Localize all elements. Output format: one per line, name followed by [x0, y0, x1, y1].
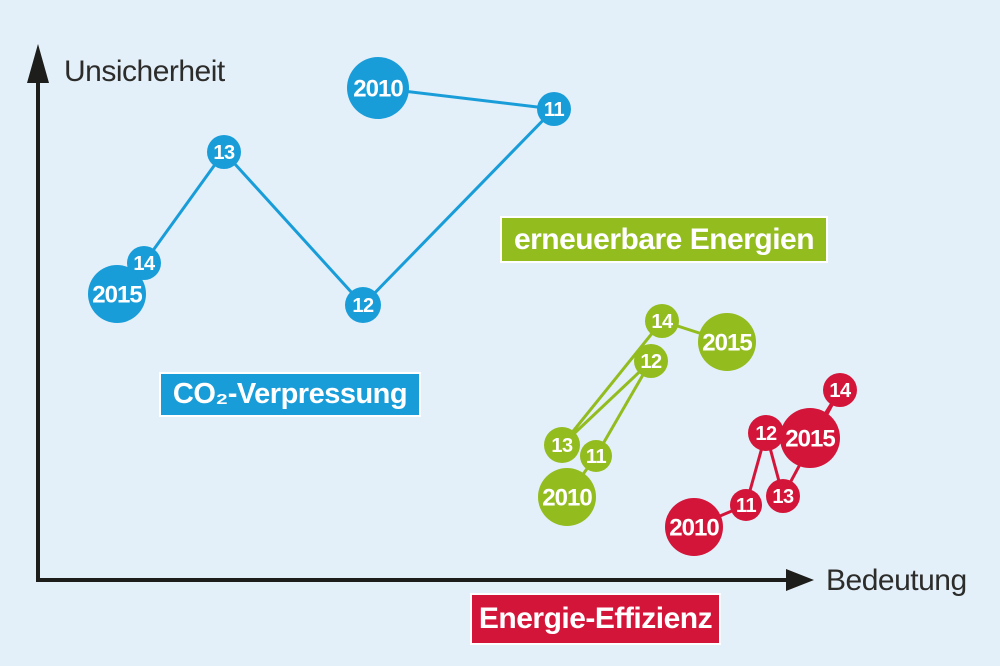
y-axis-line — [36, 70, 40, 582]
co2-verpressung-bubble-circle — [347, 57, 409, 119]
co2-verpressung-bubble-year-label: 2010 — [353, 76, 403, 103]
x-axis-label: Bedeutung — [826, 564, 967, 597]
co2-verpressung-bubble-2015: 2015 — [88, 265, 146, 323]
energie-effizienz-bubble-year-label: 11 — [736, 495, 757, 517]
erneuerbare-energien-bubble-2010: 2010 — [538, 468, 596, 526]
energie-effizienz-bubble-14: 14 — [823, 373, 857, 407]
erneuerbare-energien-bubble-year-label: 13 — [551, 435, 573, 457]
erneuerbare-energien-bubble-year-label: 2015 — [702, 330, 752, 357]
series-label-energie-effizienz: Energie-Effizienz — [470, 593, 721, 645]
erneuerbare-energien-bubble-year-label: 12 — [640, 351, 662, 373]
co2-verpressung-trend-line — [115, 86, 558, 308]
energie-effizienz-bubble-12: 12 — [748, 415, 784, 451]
energie-effizienz-bubble-13: 13 — [766, 479, 800, 513]
erneuerbare-energien-bubble-circle — [544, 427, 580, 463]
erneuerbare-energien-bubble-year-label: 11 — [586, 446, 607, 468]
co2-verpressung-bubble-14: 14 — [127, 246, 161, 280]
energie-effizienz-bubble-year-label: 2015 — [785, 426, 835, 453]
co2-verpressung-bubble-circle — [345, 287, 381, 323]
erneuerbare-energien-bubble-13: 13 — [544, 427, 580, 463]
co2-verpressung-bubble-circle — [207, 135, 241, 169]
axes — [27, 44, 814, 591]
erneuerbare-energien-bubble-2015: 2015 — [698, 313, 756, 371]
co2-verpressung-bubble-circle — [127, 246, 161, 280]
energie-effizienz-bubble-11: 11 — [730, 489, 762, 521]
erneuerbare-energien-bubble-14: 14 — [645, 304, 679, 338]
co2-verpressung-bubble-13: 13 — [207, 135, 241, 169]
erneuerbare-energien-bubble-12: 12 — [634, 344, 668, 378]
co2-verpressung-bubble-12: 12 — [345, 287, 381, 323]
energie-effizienz-bubble-circle — [823, 373, 857, 407]
energie-effizienz-bubble-year-label: 13 — [772, 486, 794, 508]
erneuerbare-energien-bubble-circle — [634, 344, 668, 378]
series-layer: 2010 11 12 13 14 2015 2010 11 12 13 14 2015 2010 11 12… — [88, 57, 857, 556]
co2-verpressung-bubble-circle — [88, 265, 146, 323]
co2-verpressung-bubble-circle — [537, 92, 571, 126]
series-label-erneuerbare-energien: erneuerbare Energien — [500, 216, 828, 263]
energie-effizienz-bubble-year-label: 14 — [829, 380, 852, 402]
y-axis-arrow-icon — [27, 44, 49, 83]
energie-effizienz-bubble-year-label: 2010 — [669, 515, 719, 542]
y-axis-label: Unsicherheit — [64, 55, 225, 88]
energie-effizienz-bubble-circle — [665, 498, 723, 556]
erneuerbare-energien-bubble-circle — [538, 468, 596, 526]
energie-effizienz-bubble-2010: 2010 — [665, 498, 723, 556]
energie-effizienz-bubble-2015: 2015 — [780, 408, 840, 468]
erneuerbare-energien-bubble-circle — [698, 313, 756, 371]
energie-effizienz-bubble-circle — [780, 408, 840, 468]
co2-verpressung-bubble-year-label: 12 — [352, 295, 374, 317]
x-axis-line — [36, 578, 788, 582]
erneuerbare-energien-bubble-circle — [645, 304, 679, 338]
co2-verpressung-bubble-year-label: 11 — [544, 99, 565, 121]
co2-verpressung-bubble-2010: 2010 — [347, 57, 409, 119]
co2-verpressung-bubble-year-label: 2015 — [92, 282, 142, 309]
energie-effizienz-bubble-circle — [730, 489, 762, 521]
erneuerbare-energien-bubble-11: 11 — [580, 440, 612, 472]
series-label-co2-verpressung: CO₂-Verpressung — [159, 372, 421, 417]
erneuerbare-energien-bubble-year-label: 14 — [651, 311, 674, 333]
x-axis-arrow-icon — [786, 569, 814, 591]
erneuerbare-energien-bubble-circle — [580, 440, 612, 472]
energie-effizienz-bubble-year-label: 12 — [755, 423, 777, 445]
energie-effizienz-bubble-circle — [766, 479, 800, 513]
co2-verpressung-bubble-year-label: 14 — [133, 253, 156, 275]
co2-verpressung-bubble-11: 11 — [537, 92, 571, 126]
erneuerbare-energien-bubble-year-label: 2010 — [542, 485, 592, 512]
energie-effizienz-bubble-circle — [748, 415, 784, 451]
co2-verpressung-bubble-year-label: 13 — [213, 142, 235, 164]
